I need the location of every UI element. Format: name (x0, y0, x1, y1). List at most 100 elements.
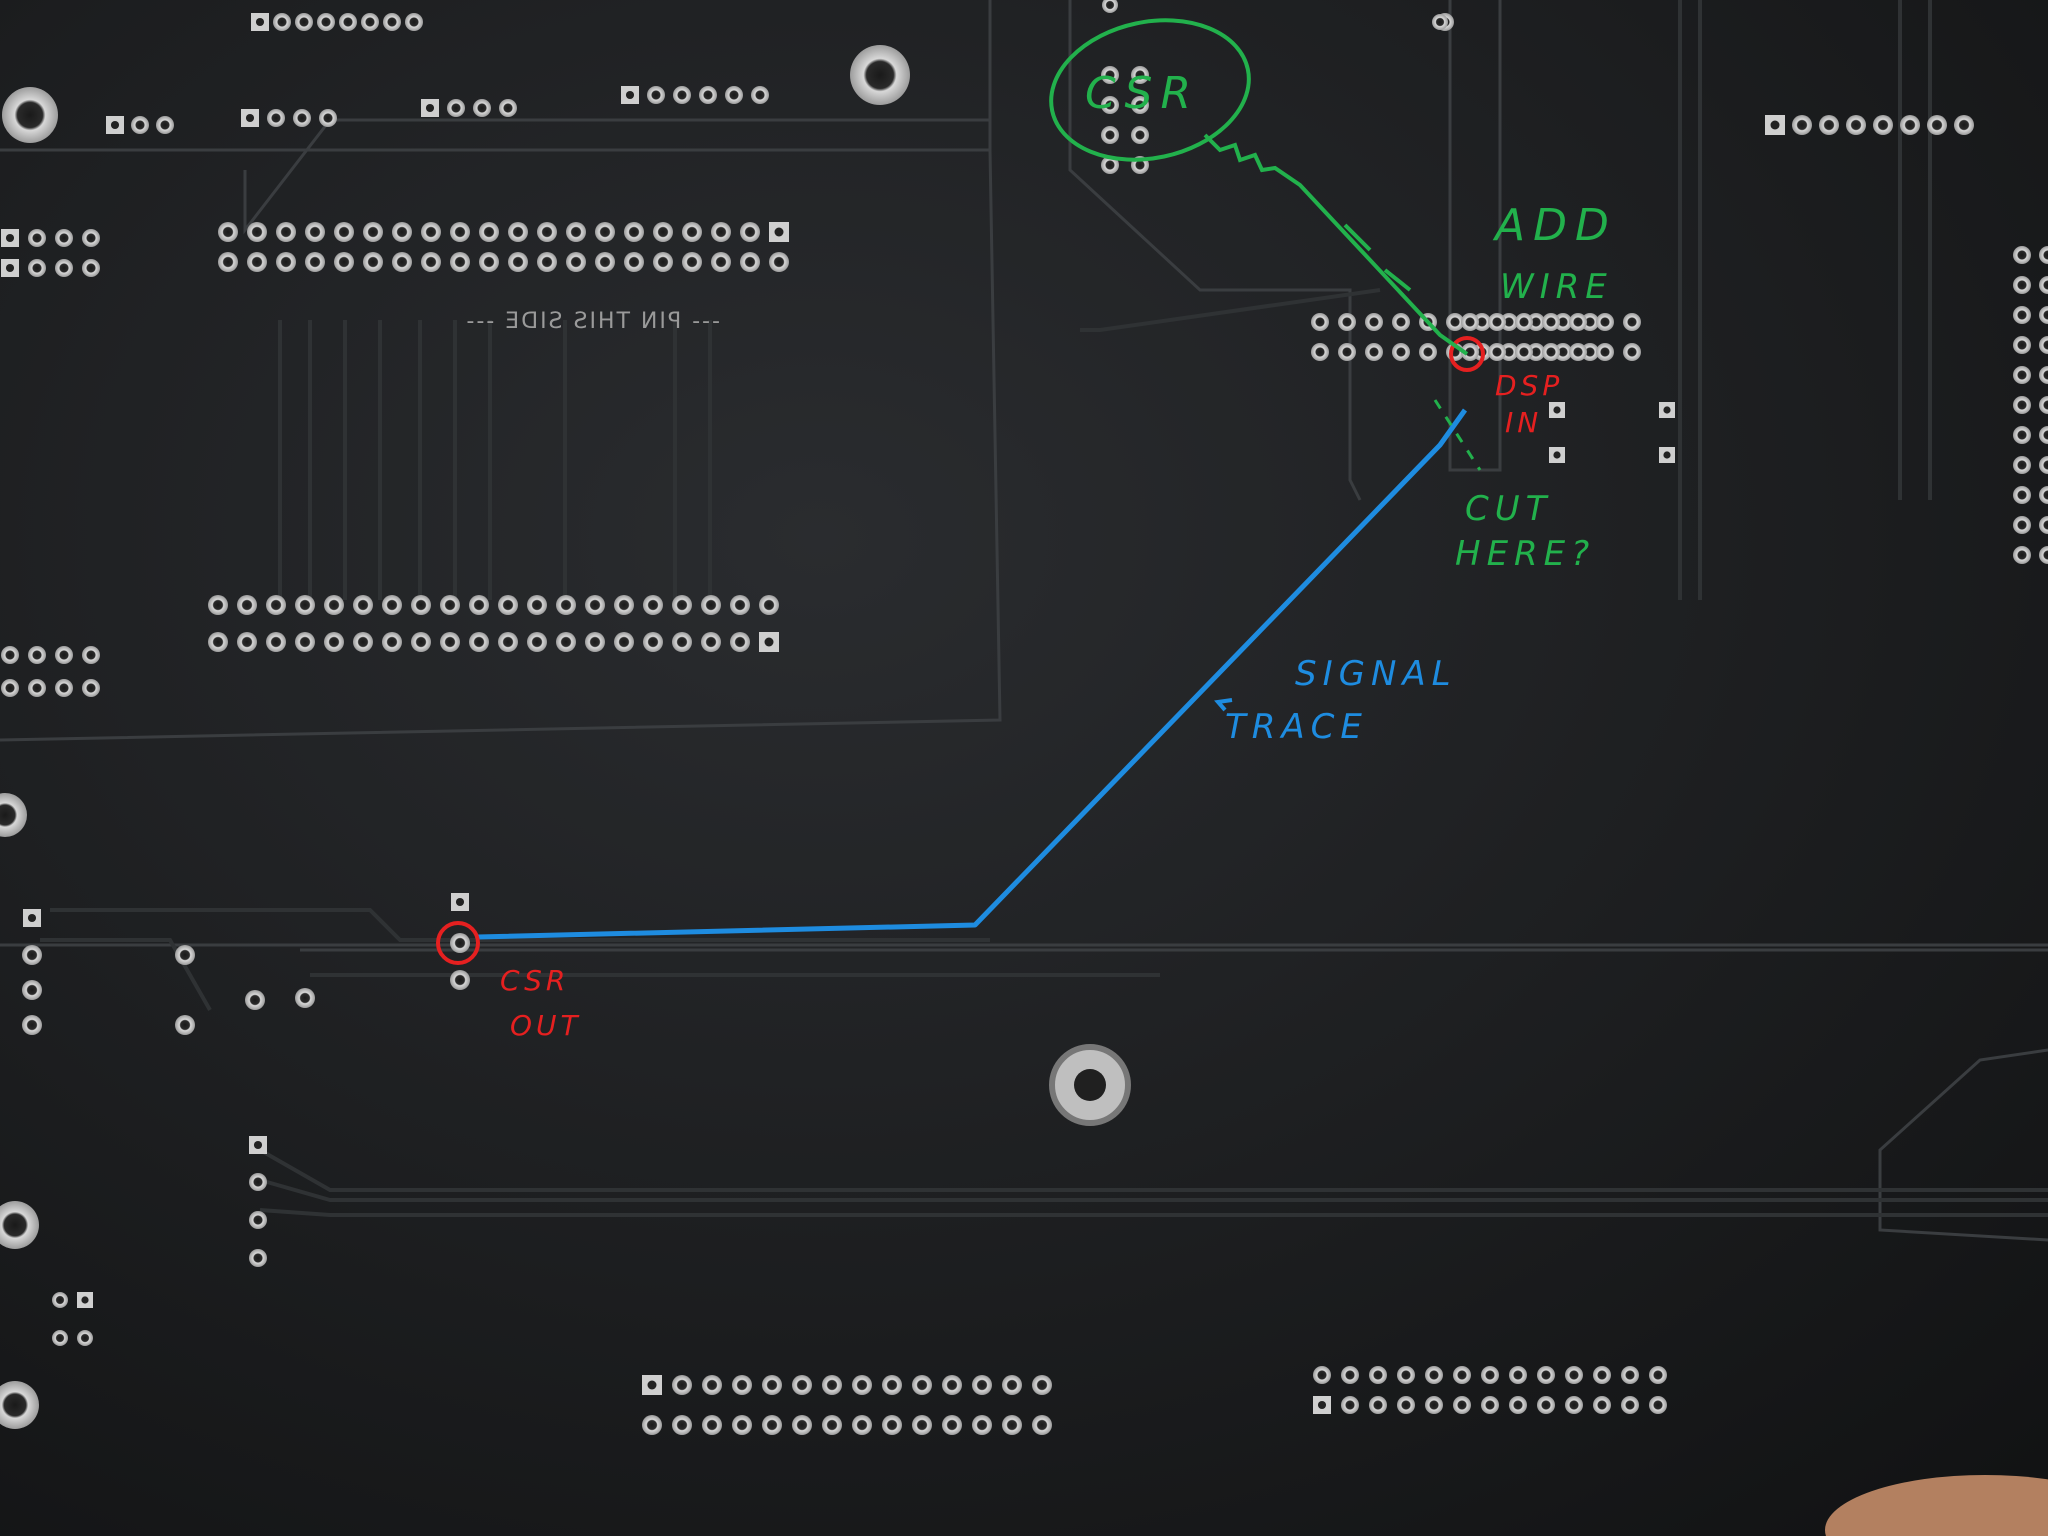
pad (363, 222, 383, 242)
pad (276, 222, 296, 242)
pad (1873, 115, 1893, 135)
pad (672, 1415, 692, 1435)
csr-circle-label: CSR (1085, 68, 1199, 119)
csr-out-marker (436, 921, 480, 965)
pad (759, 595, 779, 615)
pad-hole (110, 120, 120, 130)
pad (1365, 313, 1383, 331)
pad (595, 222, 615, 242)
pad (28, 646, 46, 664)
pad (1927, 115, 1947, 135)
pad (1623, 313, 1641, 331)
pad (218, 222, 238, 242)
pad (711, 222, 731, 242)
pad (1032, 1415, 1052, 1435)
pad (1341, 1366, 1359, 1384)
pad (912, 1415, 932, 1435)
wire-label: WIRE (1500, 267, 1613, 307)
pad (295, 595, 315, 615)
pad (479, 252, 499, 272)
pad (156, 116, 174, 134)
pad (469, 595, 489, 615)
mounting-hole (0, 1201, 39, 1249)
pad (1481, 1396, 1499, 1414)
pad (1002, 1415, 1022, 1435)
pad (499, 99, 517, 117)
pad (82, 646, 100, 664)
pad (730, 632, 750, 652)
pad (2039, 456, 2048, 474)
pad (1621, 1366, 1639, 1384)
pad (421, 252, 441, 272)
pad-hole (647, 1380, 657, 1390)
pad (1311, 343, 1329, 361)
pad (792, 1415, 812, 1435)
pad (1596, 313, 1614, 331)
pad (22, 980, 42, 1000)
pad (249, 1249, 267, 1267)
signal-trace-arrow (1214, 698, 1233, 712)
mounting-hole (2, 87, 58, 143)
pad (537, 222, 557, 242)
pad (55, 259, 73, 277)
pad (473, 99, 491, 117)
pad (730, 595, 750, 615)
pad (319, 109, 337, 127)
pad (479, 222, 499, 242)
pad (55, 229, 73, 247)
pad (643, 632, 663, 652)
pad (2013, 306, 2031, 324)
pad (450, 222, 470, 242)
pad (440, 595, 460, 615)
pad (317, 13, 335, 31)
pad-hole (1770, 120, 1780, 130)
pad (2039, 486, 2048, 504)
pad (1032, 1375, 1052, 1395)
pad (2039, 546, 2048, 564)
pad (450, 933, 470, 953)
csr-out-label-1: CSR (500, 964, 569, 997)
pad (1369, 1366, 1387, 1384)
pad (273, 13, 291, 31)
pad (682, 222, 702, 242)
pad (293, 109, 311, 127)
pad (1, 646, 19, 664)
dsp-label-2: IN (1505, 406, 1542, 439)
pad (382, 595, 402, 615)
pad (972, 1415, 992, 1435)
mounting-hole (850, 45, 910, 105)
pad (882, 1415, 902, 1435)
pad (411, 632, 431, 652)
pad (702, 1415, 722, 1435)
pad (556, 595, 576, 615)
pad (751, 86, 769, 104)
pad (852, 1375, 872, 1395)
pad (1397, 1396, 1415, 1414)
cut-label-2: HERE? (1455, 534, 1595, 574)
pad (1311, 313, 1329, 331)
pad (740, 222, 760, 242)
pad (732, 1375, 752, 1395)
pad (566, 222, 586, 242)
pad (1432, 14, 1448, 30)
pad (237, 632, 257, 652)
pad (247, 222, 267, 242)
pad (52, 1330, 68, 1346)
pad (324, 595, 344, 615)
pad (1792, 115, 1812, 135)
pad (1537, 1366, 1555, 1384)
mounting-hole (0, 793, 27, 837)
pad (295, 632, 315, 652)
pad (1101, 66, 1119, 84)
pad (1900, 115, 1920, 135)
pad (353, 632, 373, 652)
mounting-hole-center (1074, 1069, 1106, 1101)
pad (82, 679, 100, 697)
pad-hole (764, 637, 774, 647)
pad (1649, 1396, 1667, 1414)
pad (769, 252, 789, 272)
mounting-hole (0, 1381, 39, 1429)
pad (672, 595, 692, 615)
pad (52, 1292, 68, 1308)
